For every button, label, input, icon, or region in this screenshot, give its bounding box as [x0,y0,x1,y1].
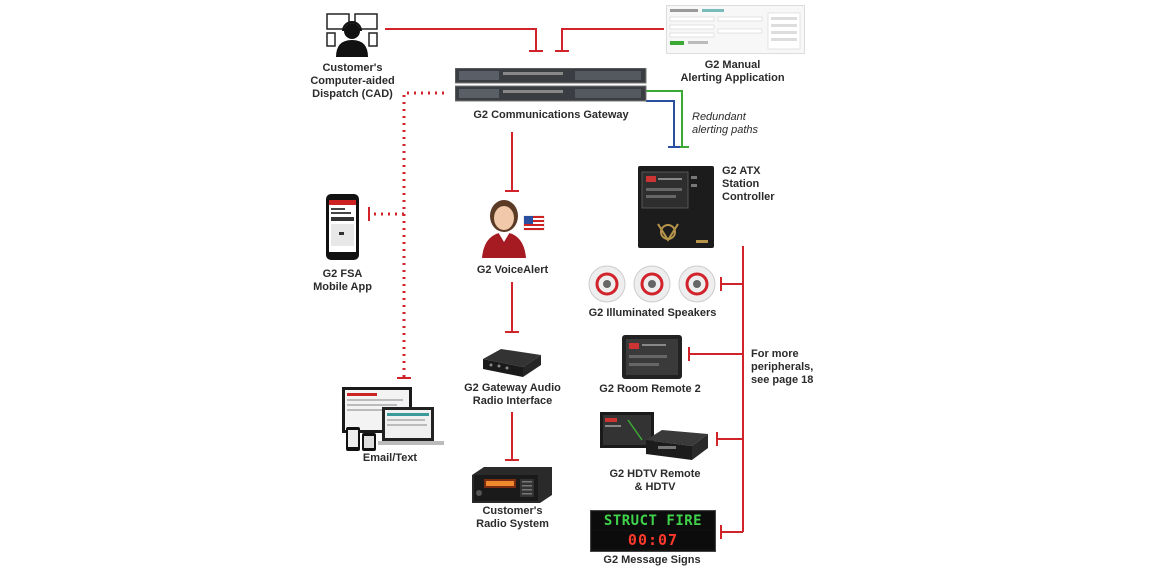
cad-gateway-line [385,28,537,50]
room-remote-label: G2 Room Remote 2 [599,383,701,395]
speakers-label: G2 Illuminated Speakers [588,307,717,319]
voicealert-avatar-icon [482,200,545,258]
message-signs-label: G2 Message Signs [603,554,701,566]
cad-operator-icon [326,13,378,57]
green-path [646,90,683,146]
manual-app-screenshot [666,5,805,54]
email-devices-icon [342,387,444,451]
manual-gateway-line [561,28,664,50]
radio-icon [472,467,552,503]
audio-interface-icon [483,349,541,377]
cad-email-dotted [402,91,444,377]
room-remote-icon [622,335,682,379]
speakers-icon [588,265,716,303]
hdtv-icon [600,412,708,460]
voicealert-label: G2 VoiceAlert [476,264,549,276]
email-label: Email/Text [362,452,418,464]
fsa-phone-icon [326,194,359,260]
message-sign: STRUCT FIRE 00:07 [590,510,716,552]
sign-row-1: STRUCT FIRE [592,512,714,530]
gateway-label: G2 Communications Gateway [473,109,629,121]
blue-path [646,100,675,146]
hdtv-label: G2 HDTV Remote& HDTV [609,468,701,493]
atx-controller-icon [638,166,714,248]
sign-row-2: 00:07 [592,531,714,549]
gateway-rack-icon [455,68,647,102]
